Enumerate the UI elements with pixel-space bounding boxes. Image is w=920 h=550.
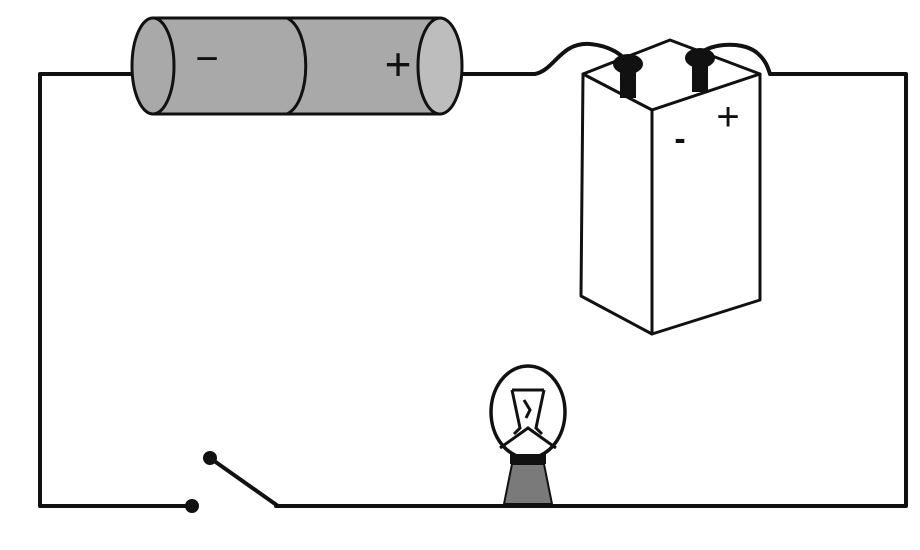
knife-switch-icon: [185, 451, 280, 513]
battery-left-face: [579, 72, 654, 336]
battery-negative-terminal: [613, 54, 643, 98]
wire-bottom-right: [274, 72, 908, 508]
wire-top-cell-to-battery: [460, 41, 628, 76]
battery-positive-terminal: [685, 48, 715, 92]
cell-left-end: [130, 16, 176, 116]
switch-pivot-contact: [203, 451, 217, 465]
wire-left: [38, 72, 194, 508]
bulb-base: [502, 463, 554, 505]
cell-negative-sign: −: [195, 37, 218, 81]
light-bulb-icon: [489, 364, 567, 505]
cell-seam: [286, 16, 308, 116]
switch-blade: [208, 456, 280, 508]
cylinder-cell-icon: − +: [130, 16, 464, 116]
switch-fixed-contact: [185, 499, 199, 513]
battery-positive-sign: +: [716, 95, 739, 139]
cell-positive-sign: +: [385, 38, 412, 90]
wires: [38, 41, 908, 508]
cell-right-cap: [416, 16, 464, 116]
battery-right-face: [650, 72, 762, 336]
bulb-filament: [499, 388, 557, 450]
battery-negative-sign: -: [674, 120, 685, 158]
box-battery-icon: - +: [579, 38, 762, 336]
wire-battery-positive-lead: [696, 42, 772, 76]
bulb-collar: [510, 454, 546, 464]
